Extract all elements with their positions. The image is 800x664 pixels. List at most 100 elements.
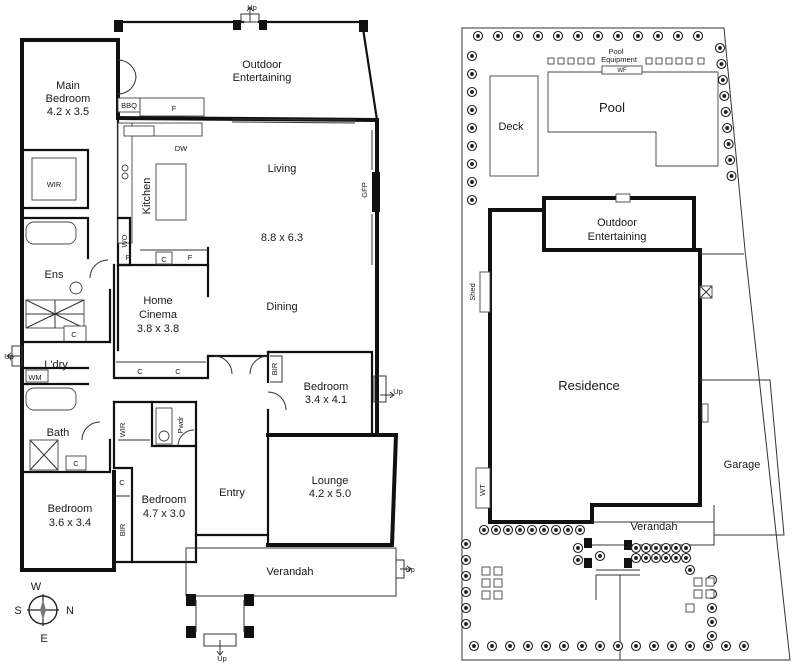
main-bedroom-size: 4.2 x 3.5	[47, 106, 89, 118]
shrub-center	[684, 546, 688, 550]
shrub-center	[670, 644, 674, 648]
bedroom-4-size: 3.6 x 3.4	[49, 517, 91, 529]
shrub-center	[476, 34, 480, 38]
shrub-center	[688, 644, 692, 648]
shrub-center	[654, 556, 658, 560]
shrub-center	[674, 546, 678, 550]
pool-equipment-label: Pool	[608, 47, 623, 56]
fridge-label: F	[172, 104, 177, 113]
bedroom-2-label: Bedroom	[304, 381, 349, 393]
wir-bed-label: WIR	[118, 422, 127, 437]
shrub-center	[544, 644, 548, 648]
shrub-center	[464, 606, 468, 610]
shrub-center	[742, 644, 746, 648]
shrub-center	[576, 558, 580, 562]
powder-label: Pwdr	[176, 416, 185, 434]
wf-label: WF	[617, 68, 627, 74]
shrub-center	[464, 558, 468, 562]
shrub-center	[634, 546, 638, 550]
gfp-label: GFP	[360, 182, 369, 197]
up-top-label: Up	[247, 3, 257, 12]
shrub-center	[706, 644, 710, 648]
home-cinema-label-2: Cinema	[139, 309, 178, 321]
outdoor-entertaining-label-2: Entertaining	[233, 72, 292, 84]
bir-1-label: BIR	[270, 362, 279, 375]
living-size: 8.8 x 6.3	[261, 232, 303, 244]
garage-label: Garage	[724, 459, 761, 471]
shrub-center	[470, 108, 474, 112]
up-verandah-label: Up	[405, 565, 415, 574]
shrub-center	[616, 34, 620, 38]
bedroom-2-size: 3.4 x 4.1	[305, 394, 347, 406]
bir-2-label: BIR	[118, 523, 127, 536]
shrub-center	[724, 644, 728, 648]
shrub-center	[562, 644, 566, 648]
pool-label: Pool	[599, 100, 625, 115]
shrub-center	[464, 542, 468, 546]
shrub-center	[470, 72, 474, 76]
shrub-center	[654, 546, 658, 550]
wt-label: WT	[478, 484, 487, 496]
left-floor-plan: W N E S Outdoor Entertaining Main Bedroo…	[4, 3, 415, 663]
shrub-center	[470, 90, 474, 94]
deck-label: Deck	[498, 121, 524, 133]
shrub-center	[464, 590, 468, 594]
shrub-center	[719, 62, 724, 66]
shrub-center	[542, 528, 546, 532]
shrub-center	[464, 622, 468, 626]
shrub-center	[580, 644, 584, 648]
dining-label: Dining	[266, 301, 297, 313]
compass-w: W	[31, 581, 42, 593]
up-left-label: Up	[4, 352, 14, 361]
main-bedroom-label: Main	[56, 80, 80, 92]
lounge-size: 4.2 x 5.0	[309, 488, 351, 500]
ensuite-label: Ens	[45, 269, 64, 281]
site-plan: Pool Equipment WF Pool Deck Outdoor Ente…	[460, 27, 791, 661]
home-cinema-size: 3.8 x 3.8	[137, 323, 179, 335]
shrub-center	[723, 110, 728, 114]
wo-label: WO	[120, 234, 129, 247]
cupboard-bed3-label: C	[119, 478, 125, 487]
shrub-center	[576, 34, 580, 38]
compass-e: E	[40, 633, 47, 645]
bbq-label: BBQ	[121, 101, 137, 110]
shrub-center	[596, 34, 600, 38]
outdoor-entertaining-label: Outdoor	[242, 59, 282, 71]
shrub-center	[652, 644, 656, 648]
shrub-center	[490, 644, 494, 648]
shrub-center	[598, 554, 602, 558]
shrub-center	[722, 94, 727, 98]
shrub-center	[729, 174, 734, 178]
shrub-center	[684, 556, 688, 560]
shrub-center	[470, 126, 474, 130]
wir-main-label: WIR	[47, 180, 62, 189]
shrub-center	[710, 606, 714, 610]
shrub-center	[526, 644, 530, 648]
shrub-center	[636, 34, 640, 38]
entry-label: Entry	[219, 487, 245, 499]
shrub-center	[494, 528, 498, 532]
cupboard-bath-label: C	[73, 459, 79, 468]
shrub-center	[482, 528, 486, 532]
shrub-center	[664, 546, 668, 550]
pool-equipment-label-2: Equipment	[601, 55, 638, 64]
pantry-label: P	[125, 253, 130, 262]
shrub-center	[470, 144, 474, 148]
shrub-center	[725, 126, 730, 130]
shrub-center	[718, 46, 722, 50]
cupboard-kitchen-label: C	[161, 255, 167, 264]
lounge-label: Lounge	[312, 475, 349, 487]
shrub-center	[506, 528, 510, 532]
shrub-center	[710, 620, 714, 624]
compass: W N E S	[14, 581, 74, 645]
cupboard-ens-label: C	[71, 330, 77, 339]
shrub-center	[470, 180, 474, 184]
shrub-center	[576, 546, 580, 550]
shrub-center	[518, 528, 522, 532]
shrub-center	[578, 528, 582, 532]
up-bottom-label: Up	[217, 654, 227, 663]
shrub-center	[726, 142, 731, 146]
shrub-center	[674, 556, 678, 560]
bedroom-3-label: Bedroom	[142, 494, 187, 506]
